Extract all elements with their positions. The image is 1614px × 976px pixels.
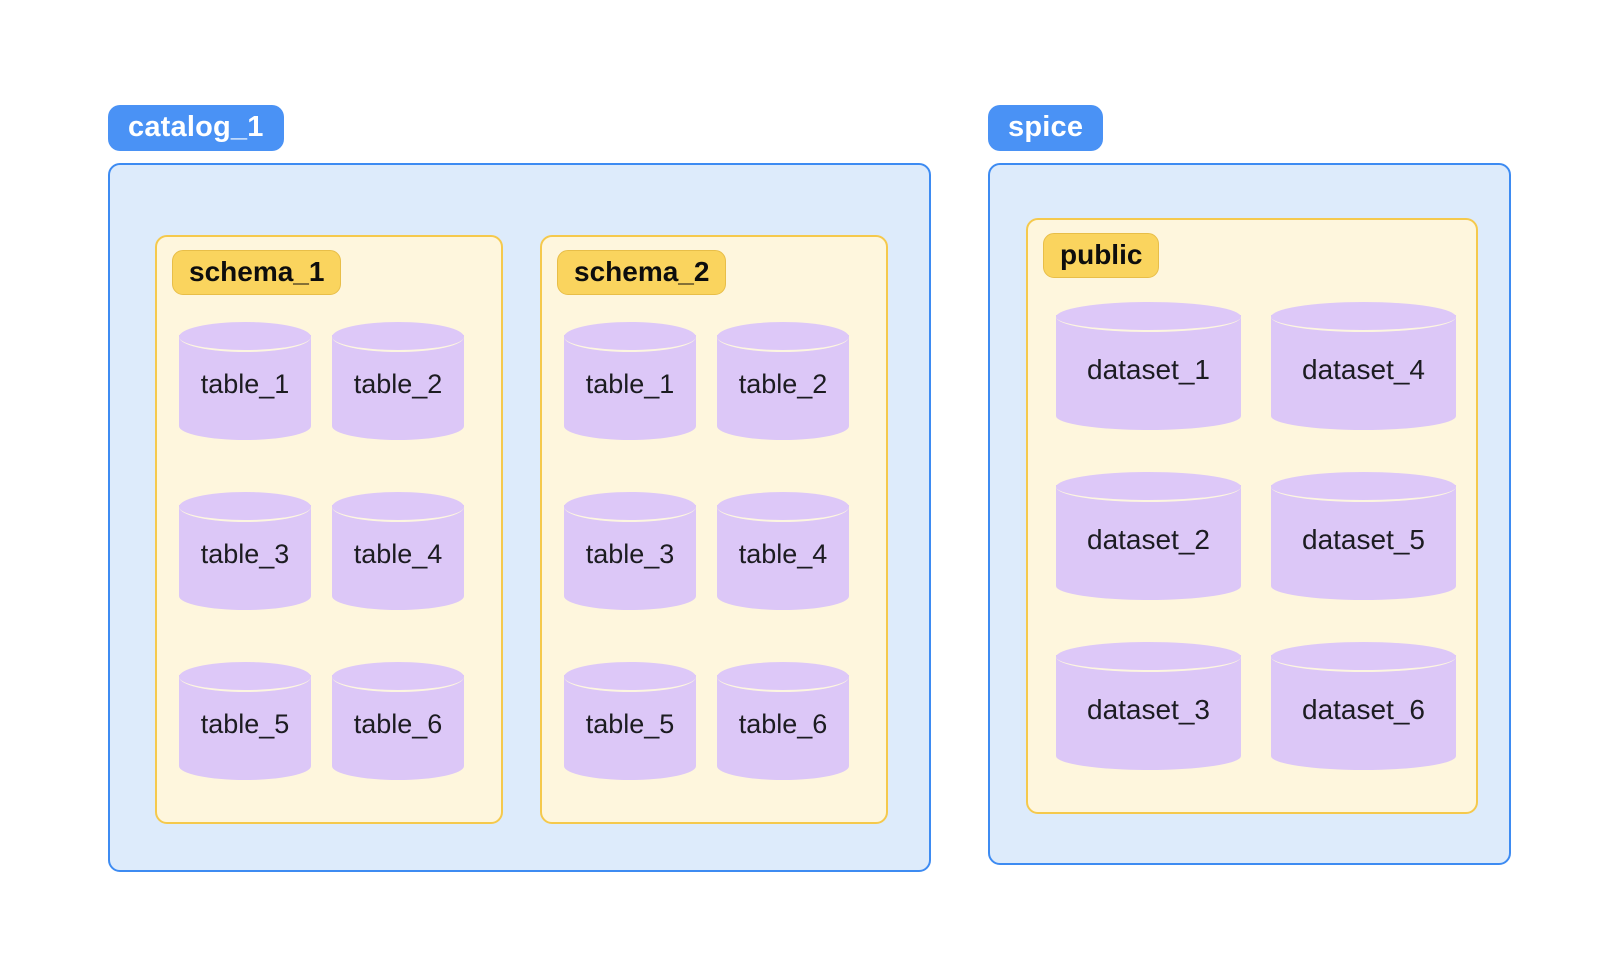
cylinder-body <box>179 335 311 440</box>
cylinder-label: table_3 <box>200 539 290 570</box>
catalog-panel-spice[interactable]: public dataset_1 dataset_4 dataset_2 <box>988 163 1511 865</box>
cylinder-top-ellipse <box>717 322 849 352</box>
cylinder-body <box>564 675 696 780</box>
database-cylinder[interactable]: dataset_2 <box>1056 472 1241 600</box>
database-cylinder[interactable]: table_5 <box>564 662 696 780</box>
cylinder-body <box>179 505 311 610</box>
database-cylinder[interactable]: table_5 <box>179 662 311 780</box>
cylinder-label: dataset_2 <box>1087 523 1210 555</box>
cylinder-top-ellipse <box>717 492 849 522</box>
cylinder-label: dataset_1 <box>1087 353 1210 385</box>
cylinder-body <box>564 335 696 440</box>
cylinder-body <box>717 335 849 440</box>
cylinder-label: table_4 <box>353 539 443 570</box>
schema-panel-schema_1[interactable]: schema_1 table_1 table_2 table_3 <box>155 235 503 824</box>
cylinder-top-ellipse <box>564 322 696 352</box>
cylinder-body <box>564 505 696 610</box>
cylinder-label: dataset_5 <box>1302 523 1425 555</box>
database-cylinder[interactable]: dataset_5 <box>1271 472 1456 600</box>
cylinder-top-ellipse <box>1271 642 1456 672</box>
cylinder-top-ellipse <box>1056 302 1241 332</box>
cylinder-top-ellipse <box>1056 642 1241 672</box>
database-cylinder[interactable]: table_2 <box>332 322 464 440</box>
schema-panel-schema_2[interactable]: schema_2 table_1 table_2 table_3 <box>540 235 888 824</box>
schema-panel-public[interactable]: public dataset_1 dataset_4 dataset_2 <box>1026 218 1478 814</box>
cylinder-body <box>1271 315 1456 430</box>
database-cylinder[interactable]: dataset_1 <box>1056 302 1241 430</box>
database-cylinder[interactable]: table_3 <box>179 492 311 610</box>
cylinder-top-ellipse <box>1271 472 1456 502</box>
schema-badge-public[interactable]: public <box>1043 233 1160 279</box>
cylinder-label: dataset_3 <box>1087 693 1210 725</box>
cylinder-label: table_5 <box>585 709 675 740</box>
cylinder-label: table_6 <box>738 709 828 740</box>
database-cylinder[interactable]: table_6 <box>717 662 849 780</box>
database-cylinder[interactable]: table_2 <box>717 322 849 440</box>
cylinder-label: dataset_6 <box>1302 693 1425 725</box>
catalog-badge-catalog_1[interactable]: catalog_1 <box>108 105 284 152</box>
cylinder-body <box>1271 485 1456 600</box>
cylinder-top-ellipse <box>564 662 696 692</box>
cylinder-body <box>1056 655 1241 770</box>
cylinder-top-ellipse <box>332 662 464 692</box>
cylinder-top-ellipse <box>179 492 311 522</box>
cylinder-label: table_2 <box>353 369 443 400</box>
cylinder-top-ellipse <box>1271 302 1456 332</box>
cylinder-top-ellipse <box>179 662 311 692</box>
database-cylinder[interactable]: table_4 <box>717 492 849 610</box>
catalog-panel-catalog_1[interactable]: schema_1 table_1 table_2 table_3 <box>108 163 931 872</box>
database-cylinder[interactable]: table_1 <box>179 322 311 440</box>
database-cylinder[interactable]: table_4 <box>332 492 464 610</box>
cylinder-body <box>332 675 464 780</box>
cylinder-top-ellipse <box>179 322 311 352</box>
cylinder-label: table_3 <box>585 539 675 570</box>
cylinder-top-ellipse <box>564 492 696 522</box>
cylinder-label: table_2 <box>738 369 828 400</box>
cylinder-label: table_5 <box>200 709 290 740</box>
cylinder-label: dataset_4 <box>1302 353 1425 385</box>
database-cylinder[interactable]: dataset_3 <box>1056 642 1241 770</box>
schema-badge-schema_2[interactable]: schema_2 <box>557 250 727 296</box>
cylinder-top-ellipse <box>717 662 849 692</box>
cylinder-body <box>1271 655 1456 770</box>
cylinder-top-ellipse <box>332 322 464 352</box>
cylinder-body <box>332 335 464 440</box>
cylinder-body <box>717 675 849 780</box>
database-cylinder[interactable]: table_6 <box>332 662 464 780</box>
cylinder-top-ellipse <box>332 492 464 522</box>
cylinder-label: table_1 <box>200 369 290 400</box>
database-cylinder[interactable]: table_1 <box>564 322 696 440</box>
cylinder-label: table_1 <box>585 369 675 400</box>
schema-badge-schema_1[interactable]: schema_1 <box>172 250 342 296</box>
cylinder-body <box>332 505 464 610</box>
database-cylinder[interactable]: dataset_6 <box>1271 642 1456 770</box>
cylinder-body <box>717 505 849 610</box>
database-cylinder[interactable]: dataset_4 <box>1271 302 1456 430</box>
database-cylinder[interactable]: table_3 <box>564 492 696 610</box>
cylinder-top-ellipse <box>1056 472 1241 502</box>
catalog-badge-spice[interactable]: spice <box>988 105 1104 152</box>
cylinder-label: table_4 <box>738 539 828 570</box>
cylinder-body <box>1056 315 1241 430</box>
cylinder-label: table_6 <box>353 709 443 740</box>
cylinder-body <box>179 675 311 780</box>
cylinder-body <box>1056 485 1241 600</box>
